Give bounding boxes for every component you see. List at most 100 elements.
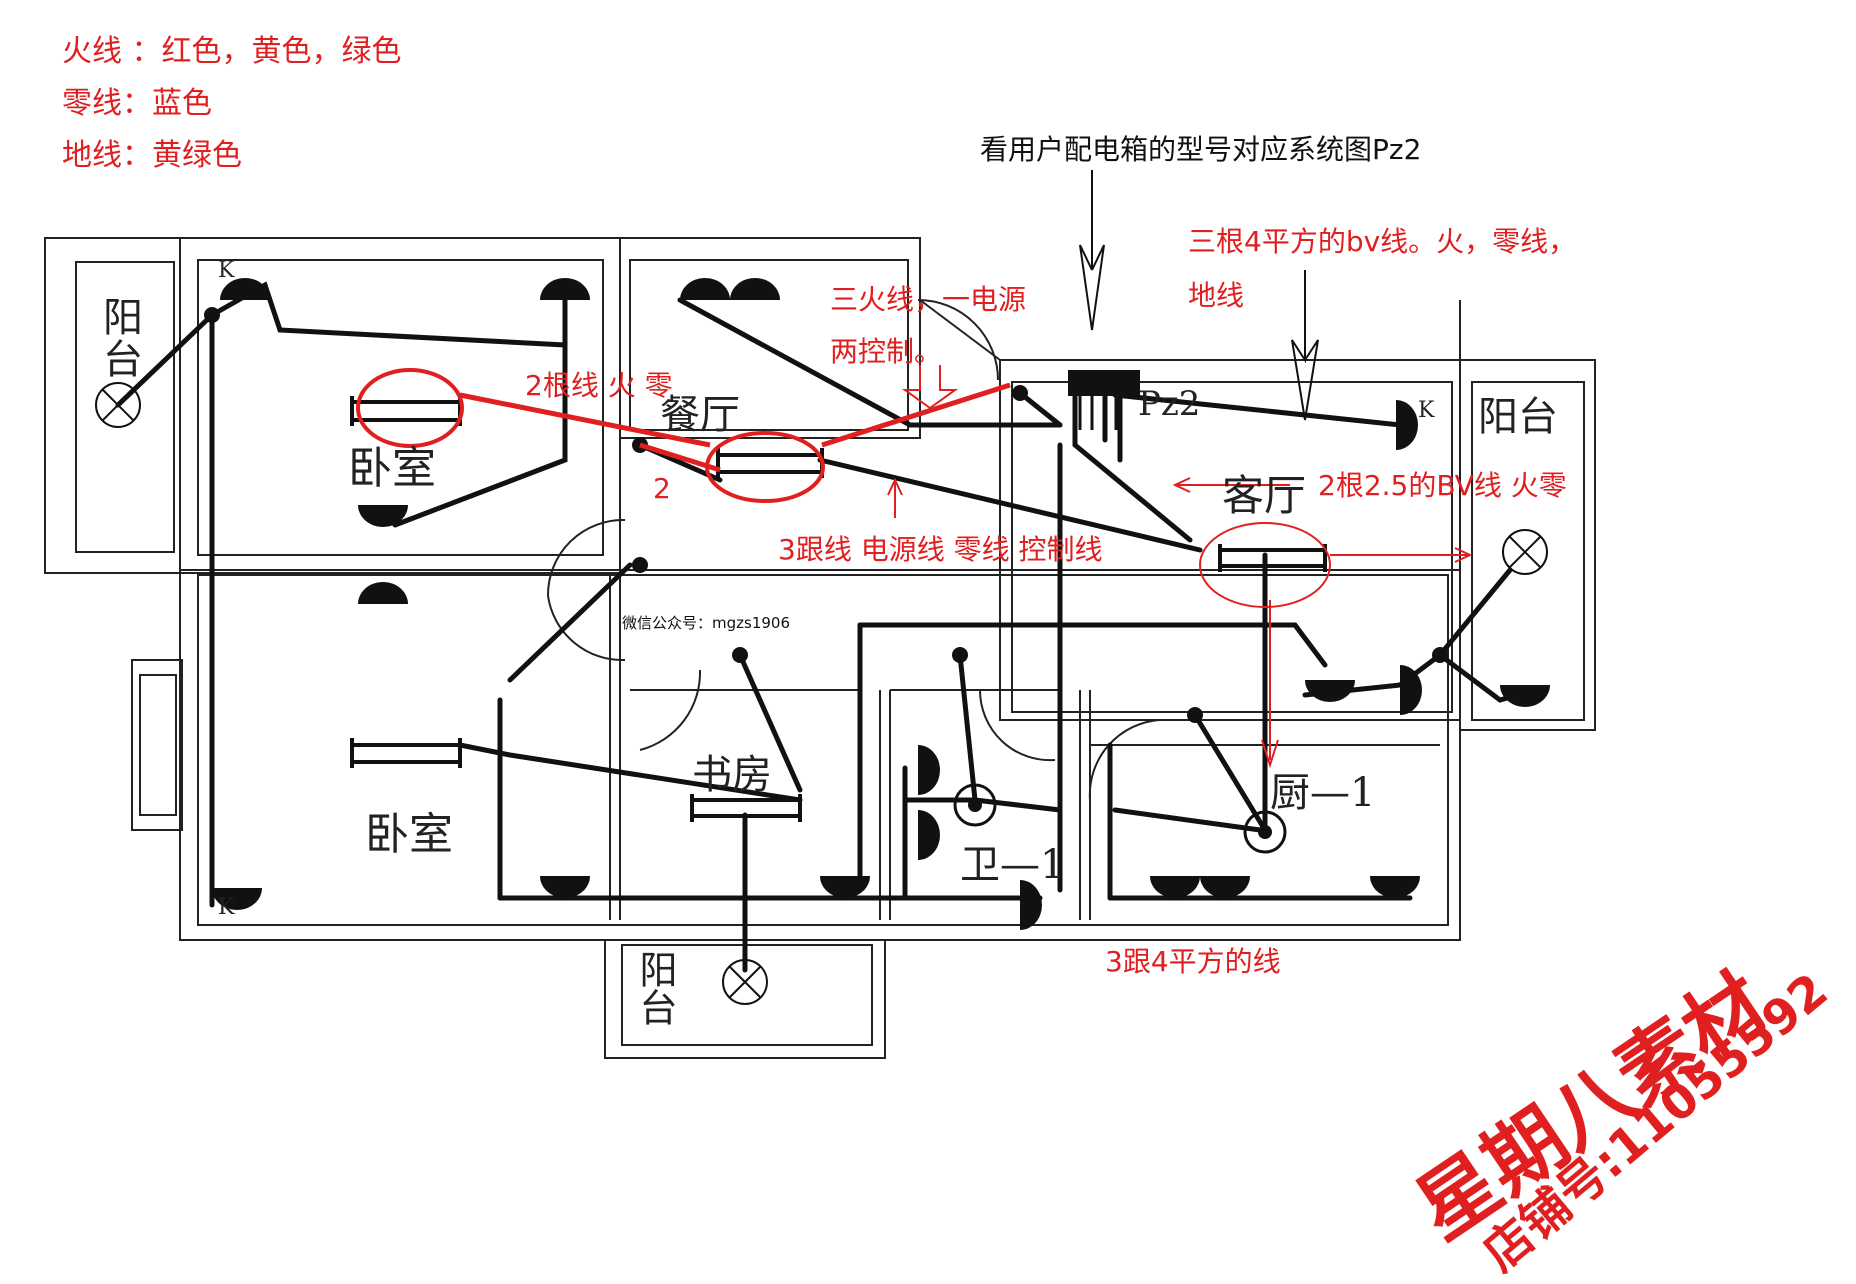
two-bv-note: 2根2.5的BV线 火零 [1318, 469, 1567, 502]
room-bath: 卫—1 [960, 842, 1066, 888]
wechat-note: 微信公众号：mgzs1906 [622, 614, 790, 632]
socket-2 [540, 278, 590, 300]
fixture-dining [716, 448, 824, 478]
black-arrows [1079, 170, 1319, 421]
three-wires-note: 3跟线 电源线 零线 控制线 [778, 533, 1103, 566]
fixture-bedroom-top [350, 396, 462, 426]
door-arc-5 [978, 689, 1056, 762]
arrow-panel-down [1079, 170, 1105, 331]
three-fire-line1: 三火线，一电源 [830, 283, 1027, 316]
wire-dining-to-living [817, 457, 1203, 553]
red-wire-2 [639, 442, 721, 473]
fixture-living [1218, 544, 1327, 572]
wall-sockets [212, 278, 1550, 930]
door-arc-6 [1088, 719, 1161, 801]
legend-neutral-wire: 零线：蓝色 [62, 86, 212, 121]
door-arc-1 [546, 518, 626, 597]
wiring [115, 281, 1538, 973]
room-bedroom-bottom: 卧室 [365, 809, 453, 860]
switch-dot-7 [1187, 707, 1203, 723]
socket-16 [1305, 680, 1355, 702]
socket-9 [820, 876, 870, 898]
red-wire-1 [459, 392, 711, 448]
socket-14 [1200, 876, 1250, 898]
dining-wall [619, 237, 921, 439]
socket-7 [212, 888, 262, 910]
left-protrusion [131, 659, 183, 831]
balcony-left-wall [44, 237, 181, 574]
wire-living-right [1112, 392, 1403, 428]
lamp-balcony-right [1502, 529, 1548, 575]
balcony-left-inner [75, 261, 175, 553]
red-arrow-down [901, 365, 959, 410]
socket-18 [1500, 685, 1550, 707]
room-balcony-left: 阳台 [96, 296, 142, 380]
socket-17 [1400, 665, 1422, 715]
legend-ground-wire: 地线：黄绿色 [62, 138, 242, 173]
fixture-study [690, 794, 802, 822]
walls [44, 237, 1596, 1059]
switch-dot-5 [732, 647, 748, 663]
lamp-kitchen [1243, 810, 1287, 854]
lamp-bath [953, 783, 997, 827]
room-kitchen: 厨—1 [1270, 770, 1376, 816]
wire-kitchen-run [1112, 807, 1263, 833]
number-two: 2 [653, 472, 671, 505]
socket-19 [1396, 400, 1418, 450]
room-dining: 餐厅 [660, 392, 740, 438]
switch-dot-8 [1432, 647, 1448, 663]
switch-k-label-1: K [218, 258, 235, 283]
ceiling-lamps [953, 783, 1287, 854]
legend-live-wire: 火线 ：红色，黄色，绿色 [62, 34, 402, 69]
three-fire-line2: 两控制。 [830, 335, 943, 368]
switch-dot-6 [952, 647, 968, 663]
socket-15 [1370, 876, 1420, 898]
fixture-bedroom-bottom [350, 738, 462, 768]
socket-12 [1020, 880, 1042, 930]
balcony-right-wall [1459, 359, 1596, 731]
switch-dot-3 [1012, 385, 1028, 401]
socket-13 [1150, 876, 1200, 898]
door-arc-2 [547, 595, 626, 662]
distribution-panel [1068, 370, 1140, 396]
wire-bedroom-lamp [392, 297, 568, 528]
door-arc-4 [639, 669, 702, 751]
room-living: 客厅 [1222, 471, 1307, 520]
lamp-symbols [95, 382, 1548, 1005]
switch-k-label-2: K [218, 895, 235, 920]
room-balcony-bottom: 阳台 [633, 950, 677, 1026]
lamp-balcony-left [95, 382, 141, 428]
socket-10 [918, 745, 940, 795]
switch-dot-4 [632, 557, 648, 573]
socket-6 [358, 582, 408, 604]
panel-label: Pz2 [1138, 384, 1201, 424]
wire-bath-run [902, 797, 1063, 813]
two-wires-note: 2根线 火 零 [525, 369, 673, 402]
wire-kitchen-switch [1192, 712, 1268, 833]
wire-main-horizontal [857, 622, 1328, 668]
room-study: 书房 [692, 752, 772, 798]
panel-outgoing-lines [1078, 396, 1118, 430]
room-bedroom-top: 卧室 [348, 443, 436, 494]
red-annotations [356, 365, 1473, 769]
red-wire-3 [821, 382, 1011, 448]
socket-1 [220, 278, 270, 300]
wire-panel-link [1017, 390, 1063, 428]
wire-dining-lamp [677, 297, 1063, 428]
switch-dot-1 [204, 307, 220, 323]
socket-8 [540, 876, 590, 898]
socket-3 [680, 278, 730, 300]
lamp-balcony-bottom [722, 959, 768, 1005]
wire-hall-switch [507, 562, 633, 683]
switch-k-label-3: K [1418, 398, 1435, 423]
socket-5 [358, 505, 408, 527]
wire-balcony-right-lamp [1437, 567, 1513, 658]
bv-note-line2: 地线 [1188, 279, 1245, 312]
arrow-bv-down [1291, 270, 1319, 421]
socket-4 [730, 278, 780, 300]
socket-11 [918, 810, 940, 860]
wire-bath-lamp [957, 652, 978, 803]
wire-study-lamp [737, 652, 803, 793]
